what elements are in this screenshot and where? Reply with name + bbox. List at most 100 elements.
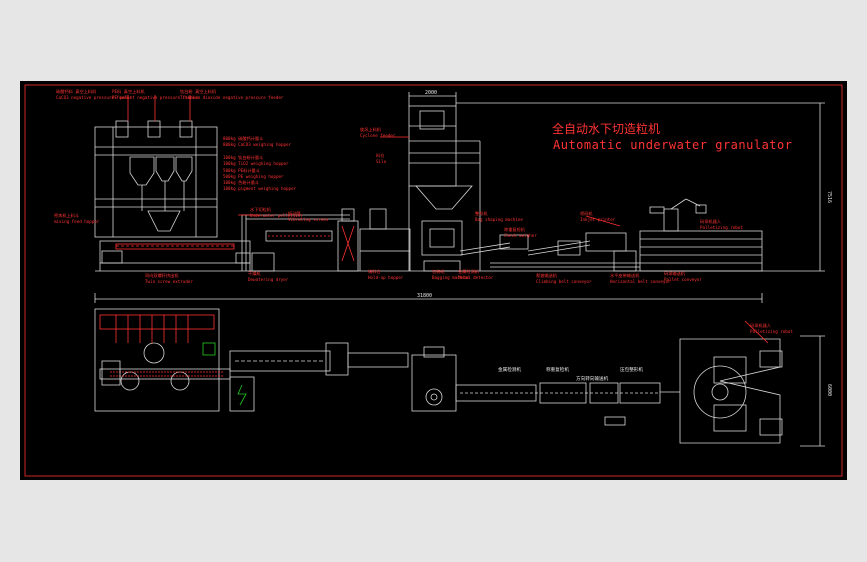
cad-linework [459,242,511,252]
label-en: Bagging machine [432,275,470,280]
label-en: Check weigher [504,233,537,238]
cad-linework [759,350,783,368]
plan-label: 压包整形机 [620,366,643,373]
label-cn: 密炼机上料斗 [54,212,79,219]
cad-linework [237,384,247,406]
title-en: Automatic underwater granulator [553,138,792,152]
title-cn: 全自动水下切造粒机 [552,121,660,136]
label-en: Dewatering dryer [248,277,289,282]
plan-label: 称重复检机 [546,366,569,373]
cad-linework [341,225,355,262]
cad-linework [94,126,218,238]
cad-linework [695,204,707,214]
cad-linework [459,246,511,256]
cad-linework [235,252,251,264]
cad-linework [408,105,457,187]
cad-linework [99,314,215,330]
cad-linework [129,156,155,186]
batching-frame [94,120,218,238]
plan-label: 金属检测机 [498,366,521,373]
cad-linework [341,208,355,222]
conveyors [459,232,640,272]
label-en: Palletizing robot [700,225,743,230]
label-en: CaCO3 negative pressure feeder [56,95,132,100]
cad-linework [711,383,729,401]
plan-label: Palletizing robot [750,329,793,334]
label-cn: 碳酸钙料 真空上料机 [56,88,97,95]
plan-label: 码垛机器人 [750,322,772,329]
label-cn: 干燥机 [248,270,261,277]
label-en: 100kg TiO2 weighing hopper [223,161,289,166]
cad-linework [369,208,387,230]
plan-labels: 金属检测机 称重复检机 压包整形机 方向转向输送机 码垛机器人 Palletiz… [498,322,793,382]
cad-linework [759,418,783,436]
label-cn: 称重复检机 [504,226,526,233]
cad-linework [99,368,231,380]
label-cn: 料仓 [376,152,385,159]
cad-linework [265,230,333,242]
cad-linework [589,382,619,404]
label-en: 100kg pigment weighing hopper [223,186,297,191]
cad-linework [175,156,193,182]
label-en: mixing feed hopper [54,219,100,224]
elevation-view [94,95,763,272]
cad-linework [202,342,216,356]
label-cn: 振动筛 [288,210,301,217]
cad-linework [713,404,747,432]
plan-view [94,308,783,444]
cad-linework [585,232,627,252]
cad-linework [251,252,275,272]
cad-linework [347,352,409,368]
label-cn: 800kg 碳酸钙计量斗 [223,135,263,142]
cad-linework [639,230,763,272]
label-en: Inkjet printer [580,217,616,222]
drawing-border [24,84,843,477]
underwater-pelletizer [241,214,350,272]
overall-length-dimension: 31800 [417,293,432,299]
batching-plan [94,308,220,412]
label-en: Pallet conveyor [664,277,702,282]
label-cn: 500kg PE料计量斗 [223,167,260,174]
label-en: PE pellet negative pressure feeder [112,95,198,100]
cad-linework [423,260,461,272]
label-en: Metal detector [458,275,494,280]
label-en: Climbing belt conveyor [536,279,592,284]
label-cn: 爬坡输送机 [536,272,558,279]
cad-linework [419,110,445,130]
cad-linework [649,206,665,214]
cad-linework [499,234,529,250]
cad-linework [557,240,581,256]
cad-linework [143,342,165,364]
label-cn: 包装机 [432,268,445,275]
label-cn: 钛白粉 真空上料机 [180,88,217,95]
cad-linework [415,185,473,210]
label-cn: 水平皮带输送机 [610,272,640,279]
cad-linework [101,250,123,264]
label-cn: 水下切粒机 [250,206,272,213]
cad-linework [179,120,193,138]
label-cn: 同向双螺杆挤出机 [145,272,179,279]
control-cabinet [229,376,255,412]
label-cn: 100kg 色粉计量斗 [223,179,259,186]
label-cn: 金属检测机 [458,268,480,275]
cad-linework [101,360,121,386]
cad-linework [744,320,769,344]
label-en: Titanium dioxide negative pressure feede… [180,95,284,100]
cad-linework [604,416,626,426]
plan-label: 方向转向输送机 [576,375,609,382]
cad-linework [155,156,175,182]
label-en: Cyclone feeder [360,133,396,138]
platform-dimension: 2000 [425,90,437,96]
cad-linework [359,228,411,252]
cad-linework [229,350,331,372]
label-en: 800kg CaCO3 weighing hopper [223,142,292,147]
cad-linework [429,228,455,248]
label-en: Vibrating screen [288,217,329,222]
label-cn: 码垛输送机 [664,270,686,277]
cad-linework [527,244,591,256]
twin-screw-extruder [99,240,251,271]
cad-linework [423,346,445,358]
cad-linework [120,371,140,391]
cad-linework [421,220,463,256]
cad-linework [613,250,637,272]
